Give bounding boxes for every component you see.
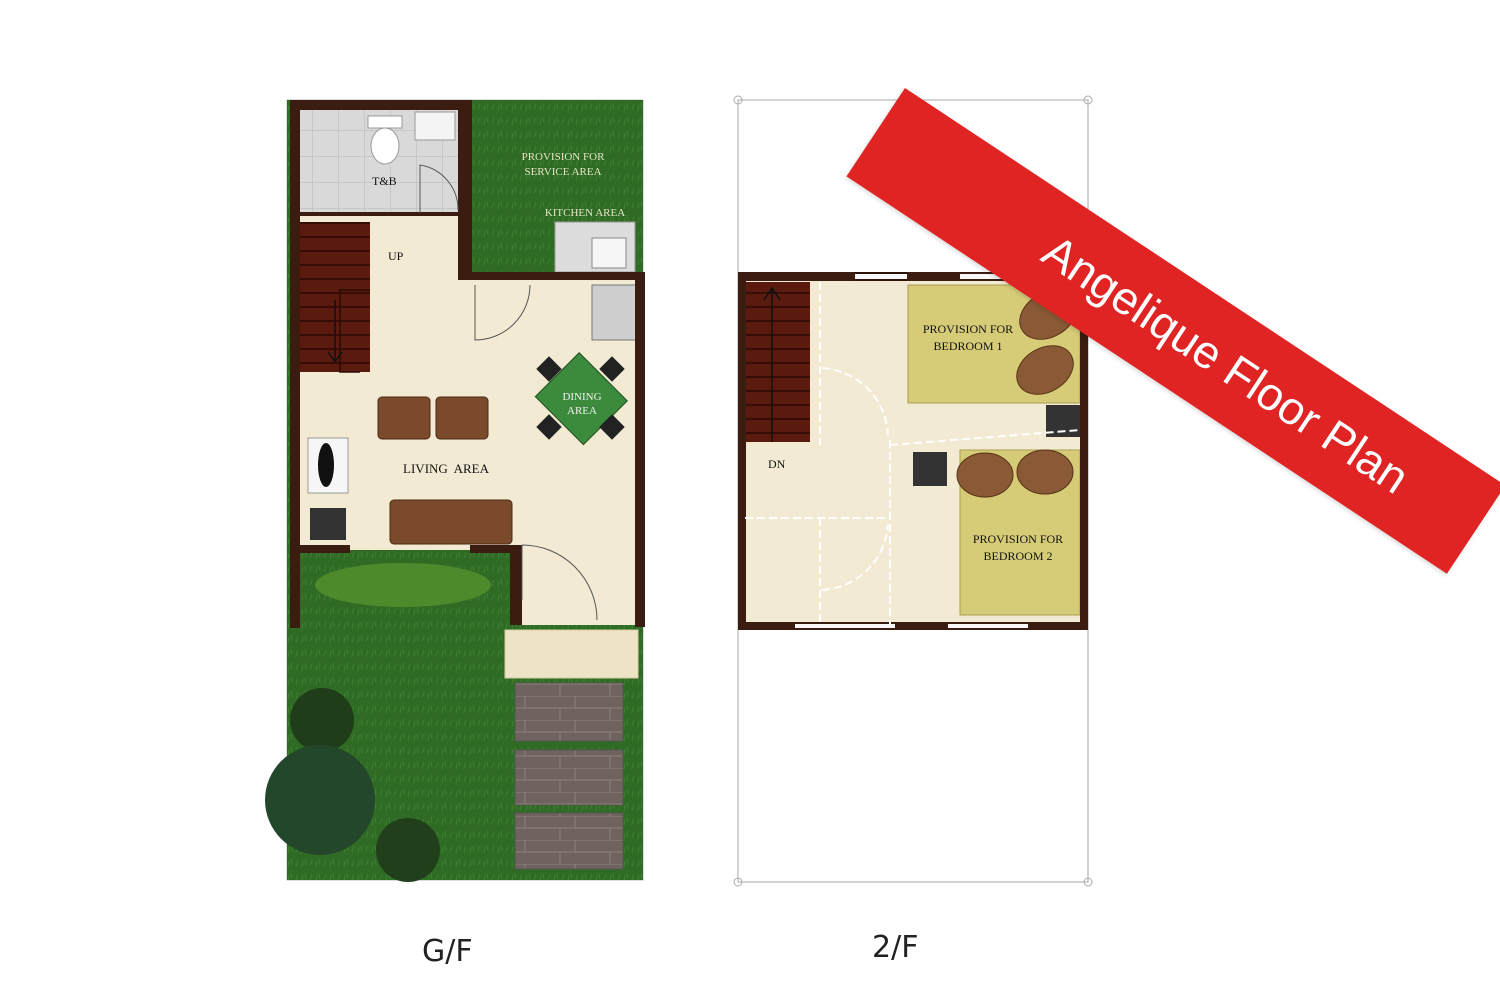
bedroom2-label-1: PROVISION FOR: [973, 532, 1063, 546]
paver-2: [514, 749, 624, 806]
bedroom1-label-1: PROVISION FOR: [923, 322, 1013, 336]
sofa: [389, 499, 513, 545]
bedroom2-label-2: BEDROOM 2: [983, 549, 1052, 563]
paver-1: [514, 682, 624, 742]
paver-3: [514, 812, 624, 870]
tv-icon: [318, 443, 334, 487]
gf-porch: [504, 629, 639, 679]
gf-rear-door: [474, 284, 531, 341]
second-floor-label: 2/F: [872, 930, 919, 965]
tb-sink-icon: [414, 111, 456, 141]
dining-label-2: AREA: [567, 405, 597, 417]
living-label: LIVING AREA: [403, 461, 490, 476]
kitchen-label: KITCHEN AREA: [545, 207, 625, 219]
sf-stairs: [745, 282, 810, 442]
tb-label: T&B: [372, 174, 397, 188]
dining-set: [534, 352, 628, 446]
stove-icon: [591, 284, 638, 341]
dn-label: DN: [768, 457, 786, 471]
armchairs: [377, 396, 489, 440]
kitchen-sink-icon: [591, 237, 627, 269]
tree-icon: [290, 688, 354, 752]
toilet-icon: [367, 115, 403, 165]
dining-label-1: DINING: [562, 391, 601, 403]
ground-floor-label: G/F: [422, 934, 473, 969]
hedge: [315, 563, 491, 607]
gf-front-door: [521, 544, 598, 621]
tb-door: [419, 164, 459, 213]
gf-walls: [290, 100, 645, 628]
side-table: [310, 508, 346, 540]
ground-floor-plan: T&B PROVISION FOR SERVICE AREA KITCHEN A…: [265, 99, 645, 882]
service-area-label-2: SERVICE AREA: [524, 166, 601, 178]
service-area-label-1: PROVISION FOR: [522, 151, 605, 163]
second-floor-plan: DN PROVISION FOR BEDROOM 1 PROVISION FOR…: [733, 95, 1093, 887]
nightstand-2: [913, 452, 947, 486]
up-label: UP: [388, 249, 404, 263]
bedroom1-label-2: BEDROOM 1: [933, 339, 1002, 353]
